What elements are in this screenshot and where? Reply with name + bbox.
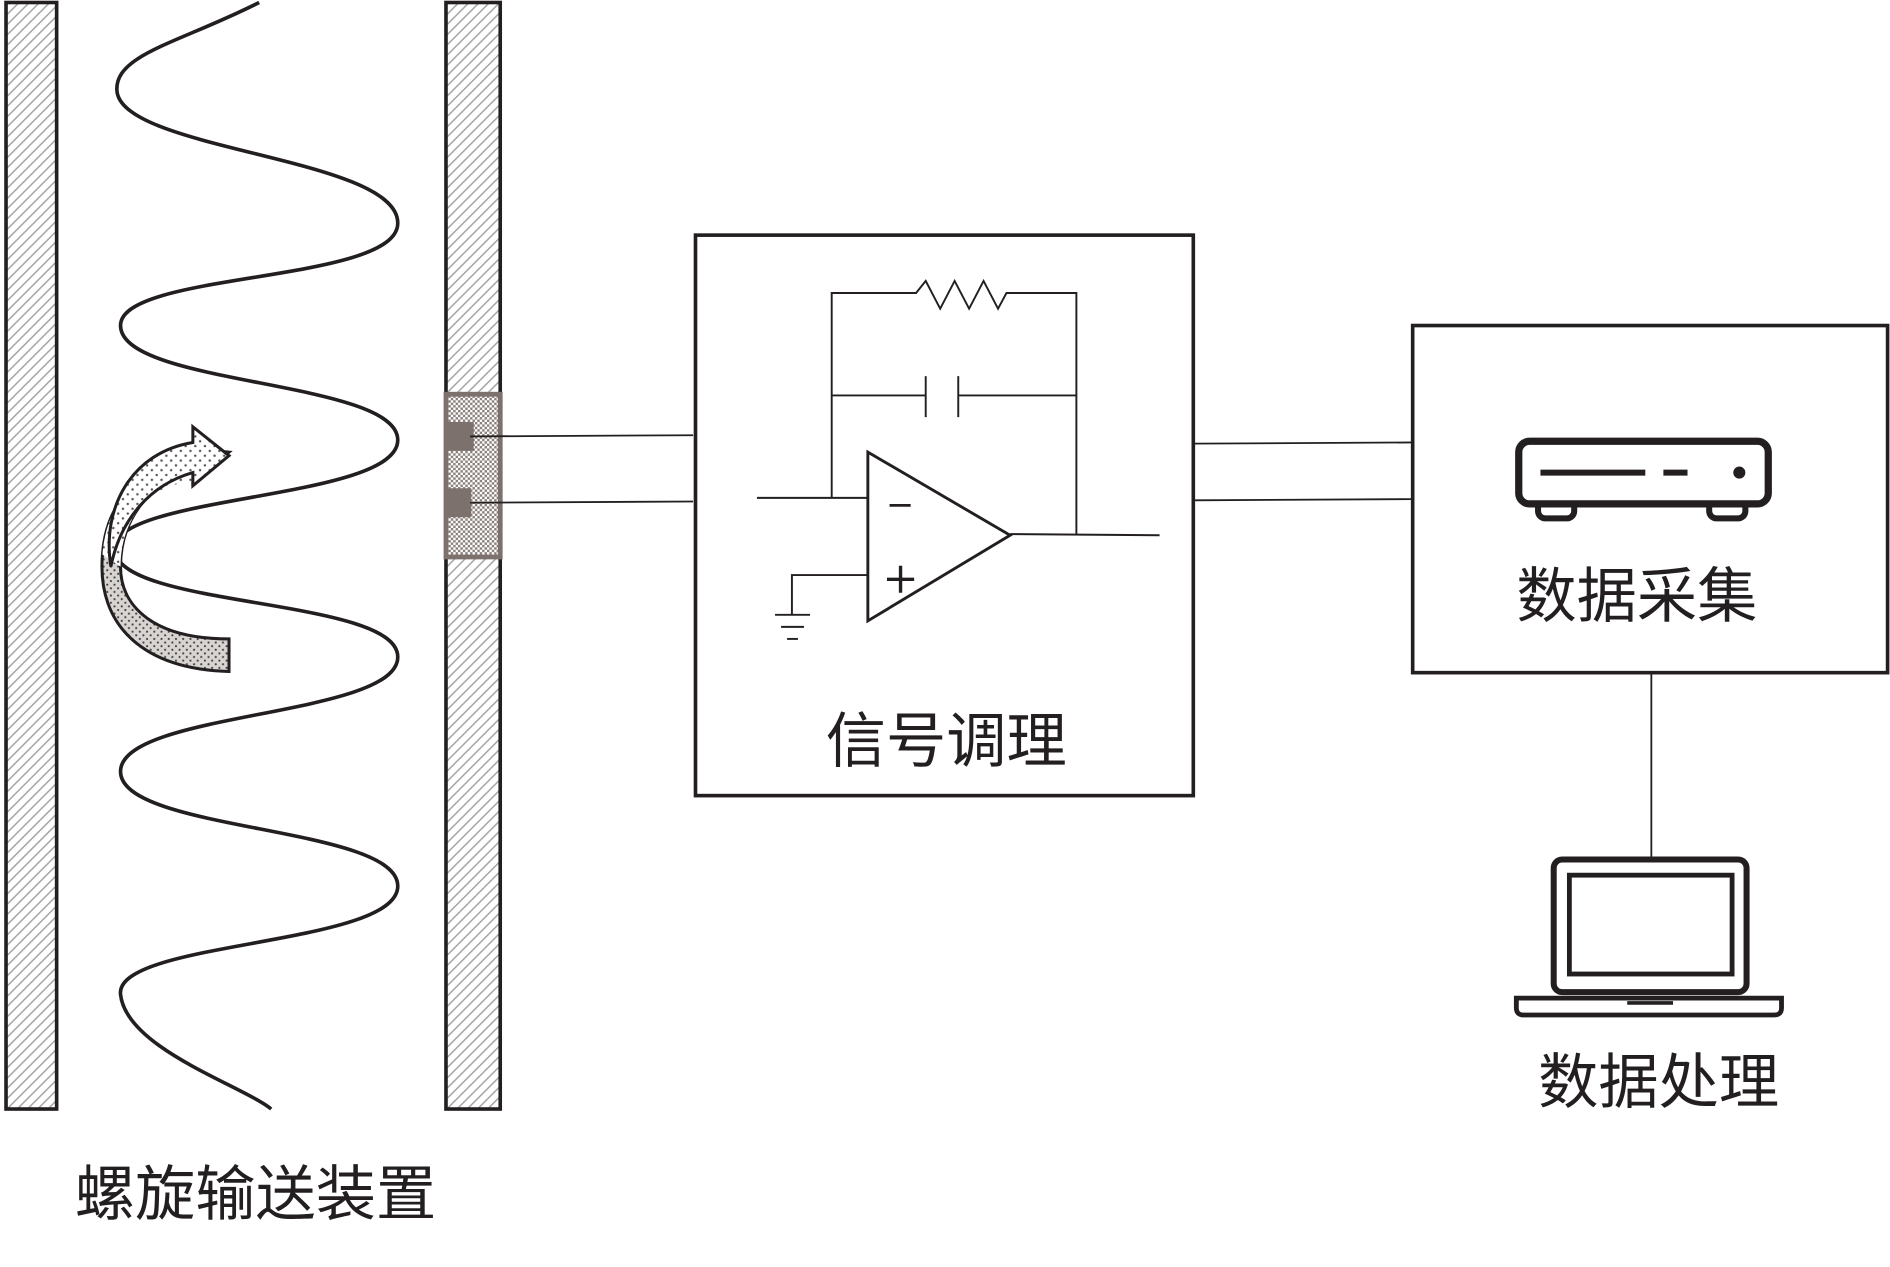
left-wall bbox=[4, 0, 59, 1111]
opamp-minus: − bbox=[886, 485, 914, 524]
data-processing-label: 数据处理 bbox=[1538, 1048, 1779, 1118]
signal-wire bbox=[470, 500, 694, 504]
laptop-icon bbox=[1513, 856, 1784, 1018]
sensor bbox=[443, 391, 503, 560]
opamp-circuit bbox=[756, 278, 1160, 640]
daq-wire bbox=[1193, 441, 1413, 445]
opamp-plus: + bbox=[882, 554, 918, 604]
signal-conditioning-label: 信号调理 bbox=[826, 707, 1067, 777]
signal-conditioning-box: − + 信号调理 bbox=[693, 233, 1196, 798]
data-acquisition-box: 数据采集 bbox=[1410, 323, 1890, 675]
flow-arrow bbox=[100, 423, 233, 674]
signal-wire bbox=[470, 434, 694, 438]
screw-spiral bbox=[112, 0, 400, 1111]
daq-wire bbox=[1193, 498, 1413, 502]
data-acquisition-label: 数据采集 bbox=[1516, 562, 1757, 632]
daq-device-icon bbox=[1515, 437, 1772, 522]
screw-conveyor-label: 螺旋输送装置 bbox=[75, 1160, 437, 1230]
